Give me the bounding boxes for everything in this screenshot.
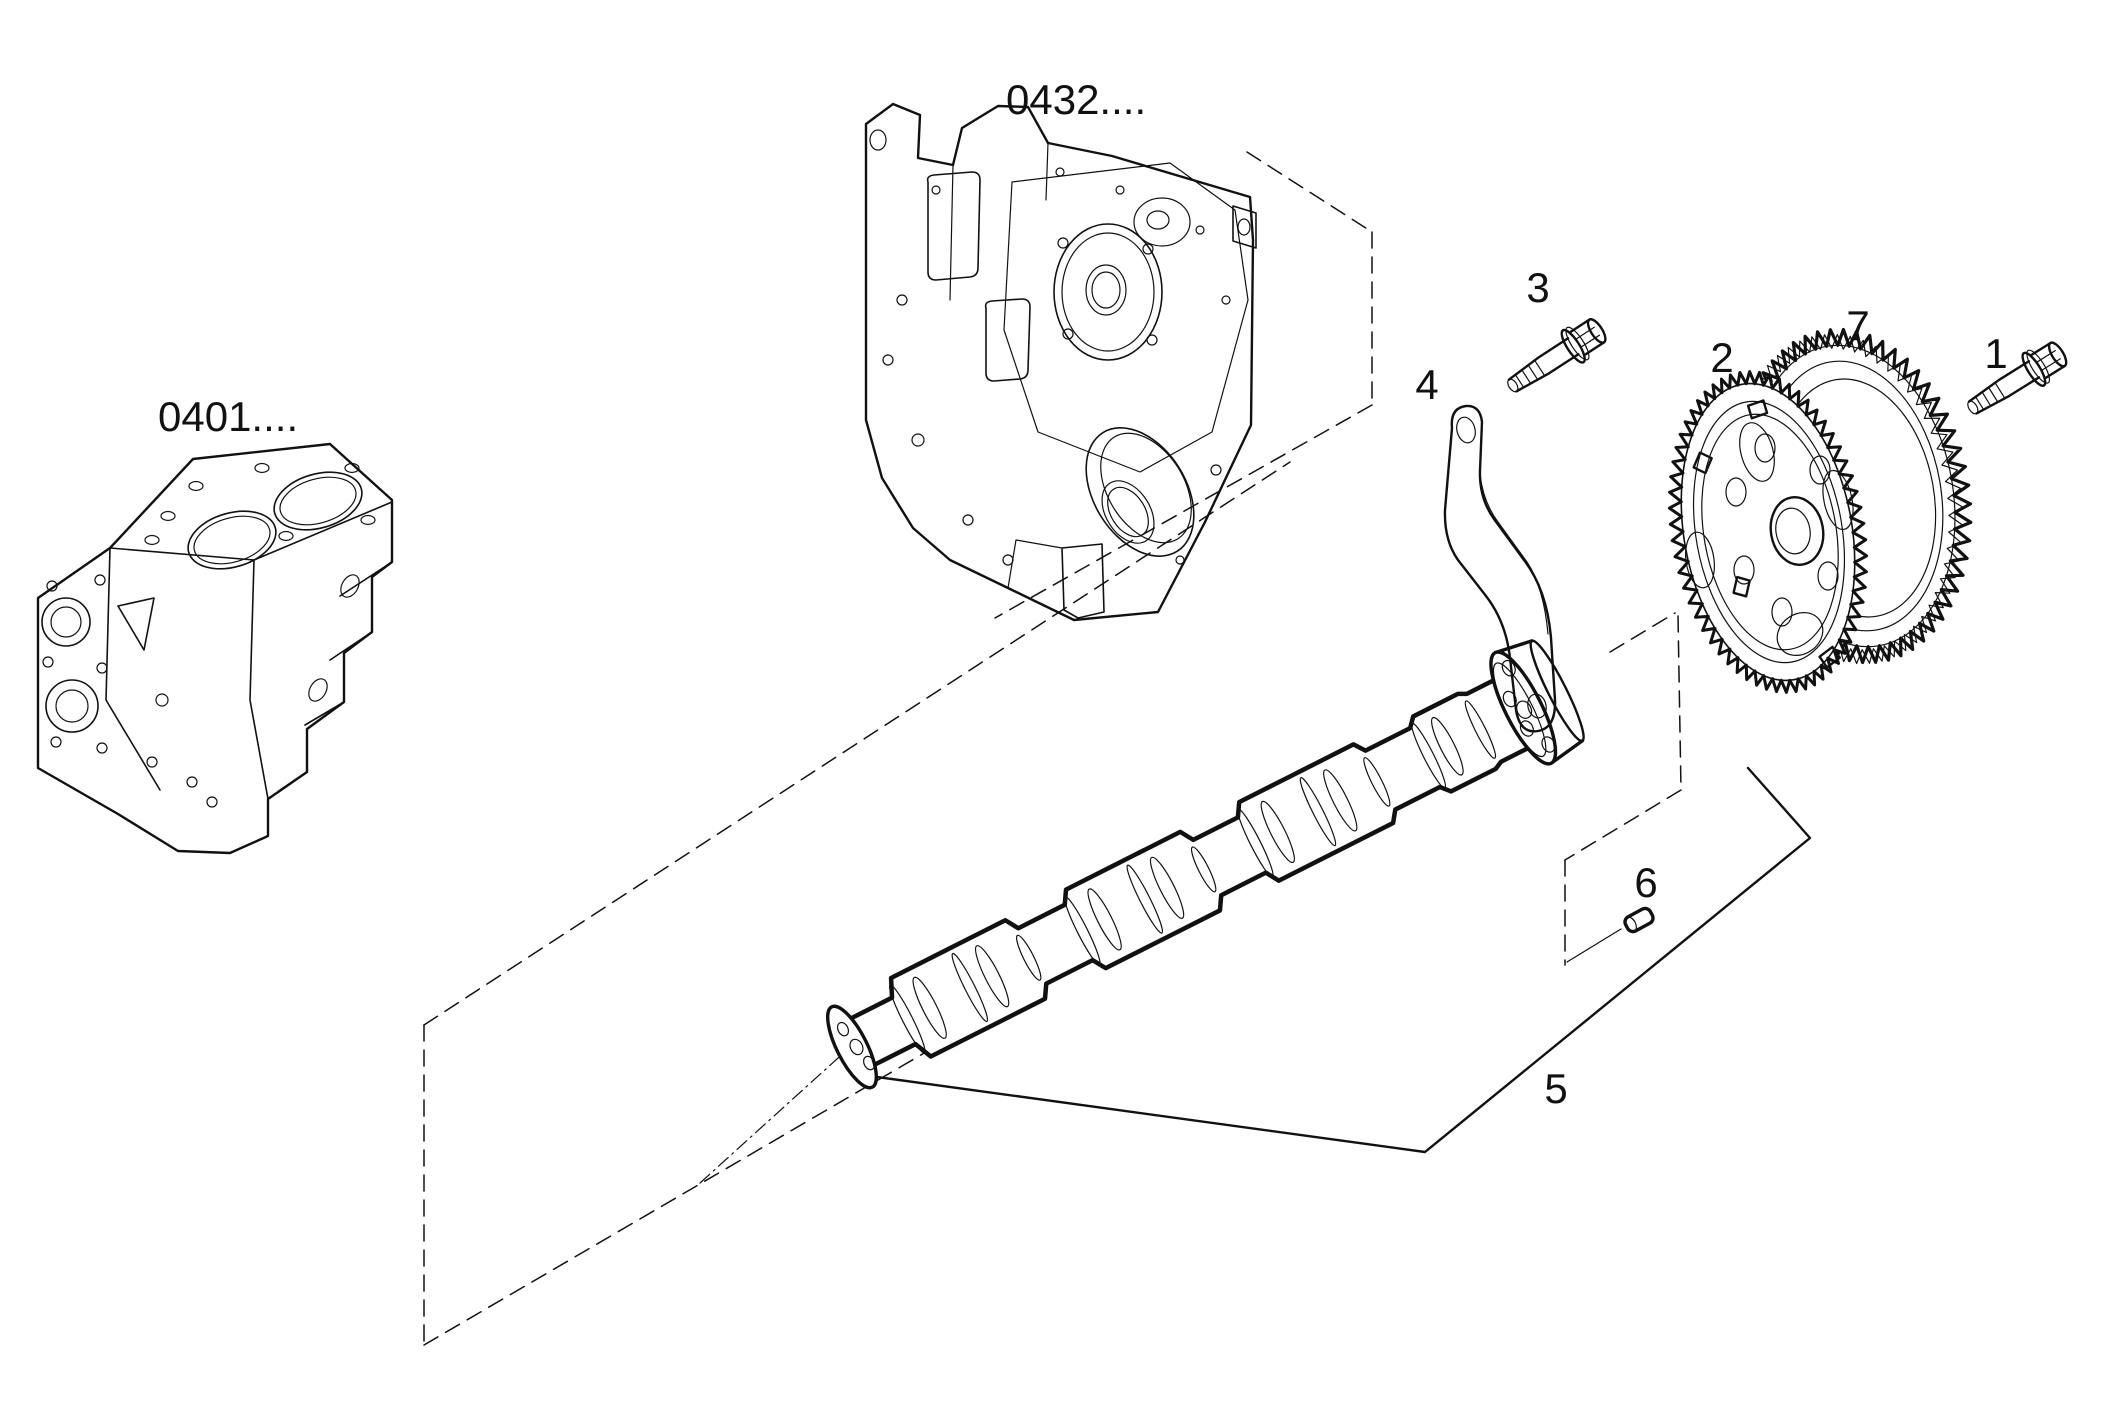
camshaft-gear-drawing	[1667, 370, 1869, 694]
part-label-6: 6	[1634, 859, 1657, 906]
bolt-3-drawing	[1507, 318, 1607, 393]
part-label-5: 5	[1544, 1065, 1567, 1112]
camshaft-face-hole	[862, 1055, 876, 1071]
projection-line	[1677, 615, 1682, 791]
gear-bolt-hole	[1817, 561, 1839, 591]
flange-bolt-hole	[1519, 720, 1534, 737]
gear-hub	[1769, 496, 1825, 566]
projection-line	[423, 461, 1291, 1026]
part-label-3: 3	[1526, 264, 1549, 311]
camshaft-face-hole	[836, 1021, 850, 1037]
projection-line	[1564, 789, 1682, 861]
assembly-label-0432: 0432....	[1006, 76, 1146, 123]
camshaft-face-hole	[849, 1038, 864, 1056]
bracket-drawing	[1443, 404, 1557, 733]
gear-bolt-hole	[1771, 597, 1793, 627]
gear-bolt-hole	[1725, 477, 1747, 507]
part-label-4: 4	[1415, 361, 1438, 408]
projection-lines	[423, 151, 1682, 1346]
gear-bolt-hole	[1733, 555, 1755, 585]
gear-cutout	[1684, 531, 1716, 589]
gear-tab	[1692, 451, 1713, 475]
part-label-7: 7	[1846, 302, 1869, 349]
bolt-1-drawing	[1967, 341, 2068, 415]
timing-cover-drawing	[864, 102, 1257, 622]
flange-center-hole	[1516, 700, 1533, 719]
gear-cutout	[1776, 612, 1824, 656]
gear-bolt-hole	[1754, 433, 1776, 463]
engine-block-drawing	[36, 442, 394, 855]
projection-line	[1609, 612, 1676, 653]
gear-cutout	[1739, 422, 1775, 482]
part-label-2: 2	[1710, 334, 1733, 381]
part-label-1: 1	[1984, 330, 2007, 377]
projection-line	[994, 404, 1373, 619]
part-5-leader-line	[875, 766, 1812, 1154]
camshaft-centerline	[699, 1048, 849, 1184]
flange-bolt-hole	[1541, 736, 1556, 753]
pin-drawing	[1623, 906, 1655, 934]
projection-line	[1246, 151, 1373, 233]
camshaft-drawing	[825, 639, 1585, 1090]
gear-tab	[1818, 645, 1841, 669]
labels: 0401.... 0432.... 1 2 3 4 5 6 7	[158, 76, 2008, 1112]
part-6-leader-line	[1566, 928, 1622, 963]
gear-tab	[1746, 399, 1769, 420]
gear-bolt-hole	[1809, 455, 1831, 485]
gear-tab	[1732, 575, 1751, 598]
assembly-label-0401: 0401....	[158, 393, 298, 440]
gear-cutout	[1822, 469, 1854, 531]
